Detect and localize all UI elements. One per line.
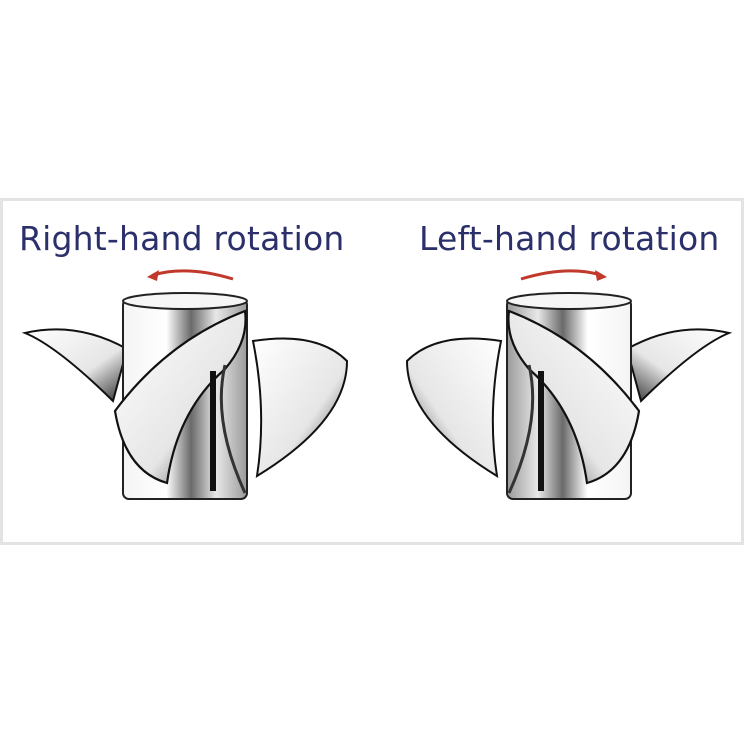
propeller-right-hand-icon <box>21 269 349 500</box>
left-hand-rotation-label: Left-hand rotation <box>419 219 720 258</box>
diagram-panel: Right-hand rotation Left-hand rotation <box>0 198 744 545</box>
right-hand-rotation-label: Right-hand rotation <box>19 219 345 258</box>
propeller-left-hand-icon <box>405 269 733 500</box>
curved-arrow-icon <box>520 269 602 281</box>
curved-arrow-icon <box>152 269 234 281</box>
